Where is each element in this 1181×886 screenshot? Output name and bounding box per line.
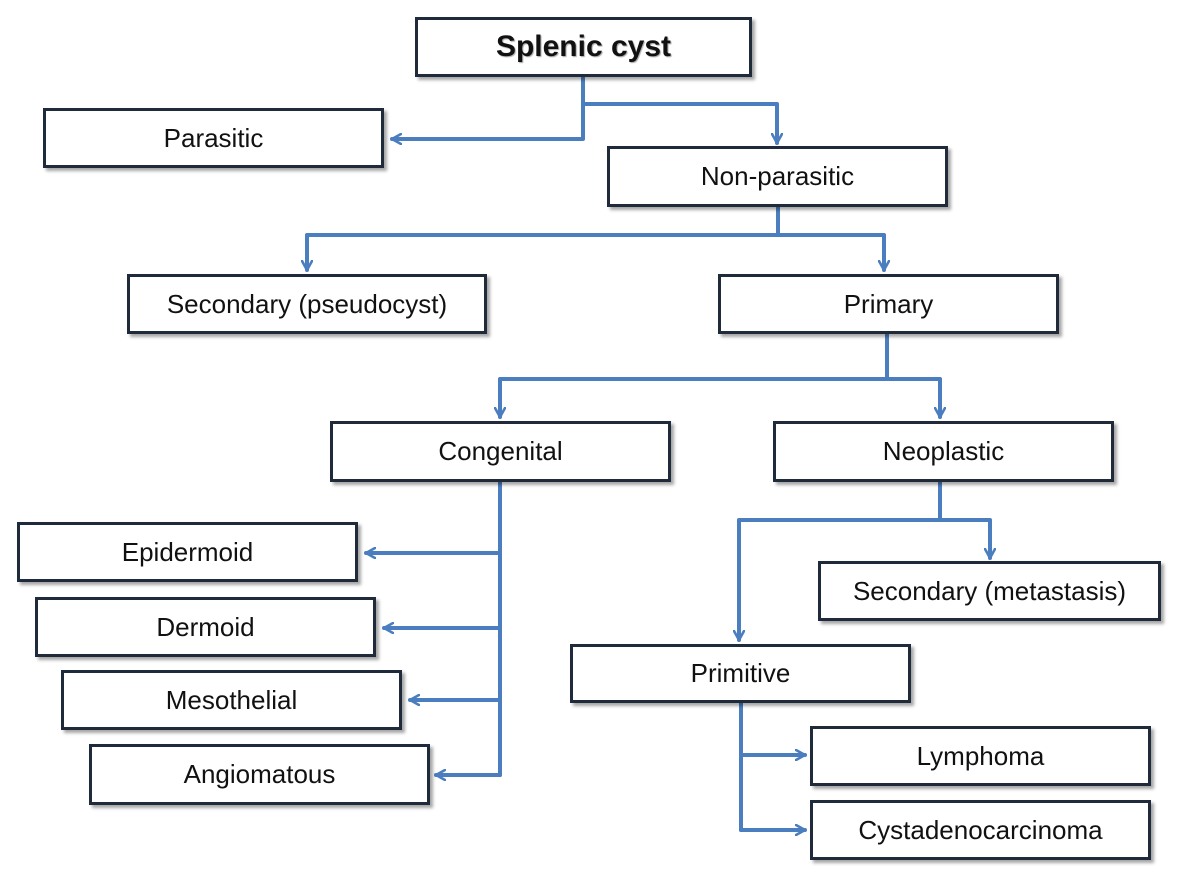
node-mesothelial: Mesothelial xyxy=(61,670,402,730)
arrow-primary-to-neoplastic xyxy=(885,377,940,419)
node-lymphoma-label: Lymphoma xyxy=(916,740,1045,771)
node-secondary-metastasis-label: Secondary (metastasis) xyxy=(852,575,1127,606)
arrow-non-parasitic-to-primary xyxy=(776,233,884,272)
node-cystadenocarcinoma: Cystadenocarcinoma xyxy=(810,800,1151,860)
node-cystadenocarcinoma-label: Cystadenocarcinoma xyxy=(858,814,1103,845)
node-primary: Primary xyxy=(718,274,1059,334)
node-dermoid: Dermoid xyxy=(35,597,376,657)
node-non-parasitic-label: Non-parasitic xyxy=(700,161,855,191)
node-parasitic-label: Parasitic xyxy=(163,122,264,153)
node-congenital: Congenital xyxy=(330,421,671,482)
arrow-non-parasitic-to-secondary xyxy=(307,206,780,272)
node-splenic-cyst: Splenic cyst xyxy=(415,17,752,77)
node-neoplastic-label: Neoplastic xyxy=(882,436,1005,466)
node-dermoid-label: Dermoid xyxy=(156,611,255,642)
node-angiomatous: Angiomatous xyxy=(89,744,430,805)
node-splenic-cyst-label: Splenic cyst xyxy=(495,30,672,63)
arrow-primary-to-congenital xyxy=(500,333,889,419)
arrow-root-to-non-parasitic xyxy=(581,102,777,145)
node-secondary-metastasis: Secondary (metastasis) xyxy=(818,561,1161,621)
node-non-parasitic: Non-parasitic xyxy=(607,146,948,207)
node-primitive-label: Primitive xyxy=(690,658,791,688)
node-mesothelial-label: Mesothelial xyxy=(165,684,298,715)
node-angiomatous-label: Angiomatous xyxy=(183,759,336,789)
arrow-neoplastic-to-metastasis xyxy=(938,480,990,560)
node-epidermoid-label: Epidermoid xyxy=(121,536,254,567)
node-neoplastic: Neoplastic xyxy=(773,421,1114,482)
node-congenital-label: Congenital xyxy=(438,436,563,466)
node-secondary-pseudocyst: Secondary (pseudocyst) xyxy=(127,274,487,334)
node-primitive: Primitive xyxy=(570,644,911,703)
node-primary-label: Primary xyxy=(843,288,934,319)
node-secondary-pseudocyst-label: Secondary (pseudocyst) xyxy=(166,288,448,319)
node-epidermoid: Epidermoid xyxy=(17,522,358,582)
arrow-neoplastic-to-primitive xyxy=(739,518,942,642)
arrow-root-to-parasitic xyxy=(390,76,585,139)
node-parasitic: Parasitic xyxy=(43,108,384,168)
node-lymphoma: Lymphoma xyxy=(810,726,1151,786)
